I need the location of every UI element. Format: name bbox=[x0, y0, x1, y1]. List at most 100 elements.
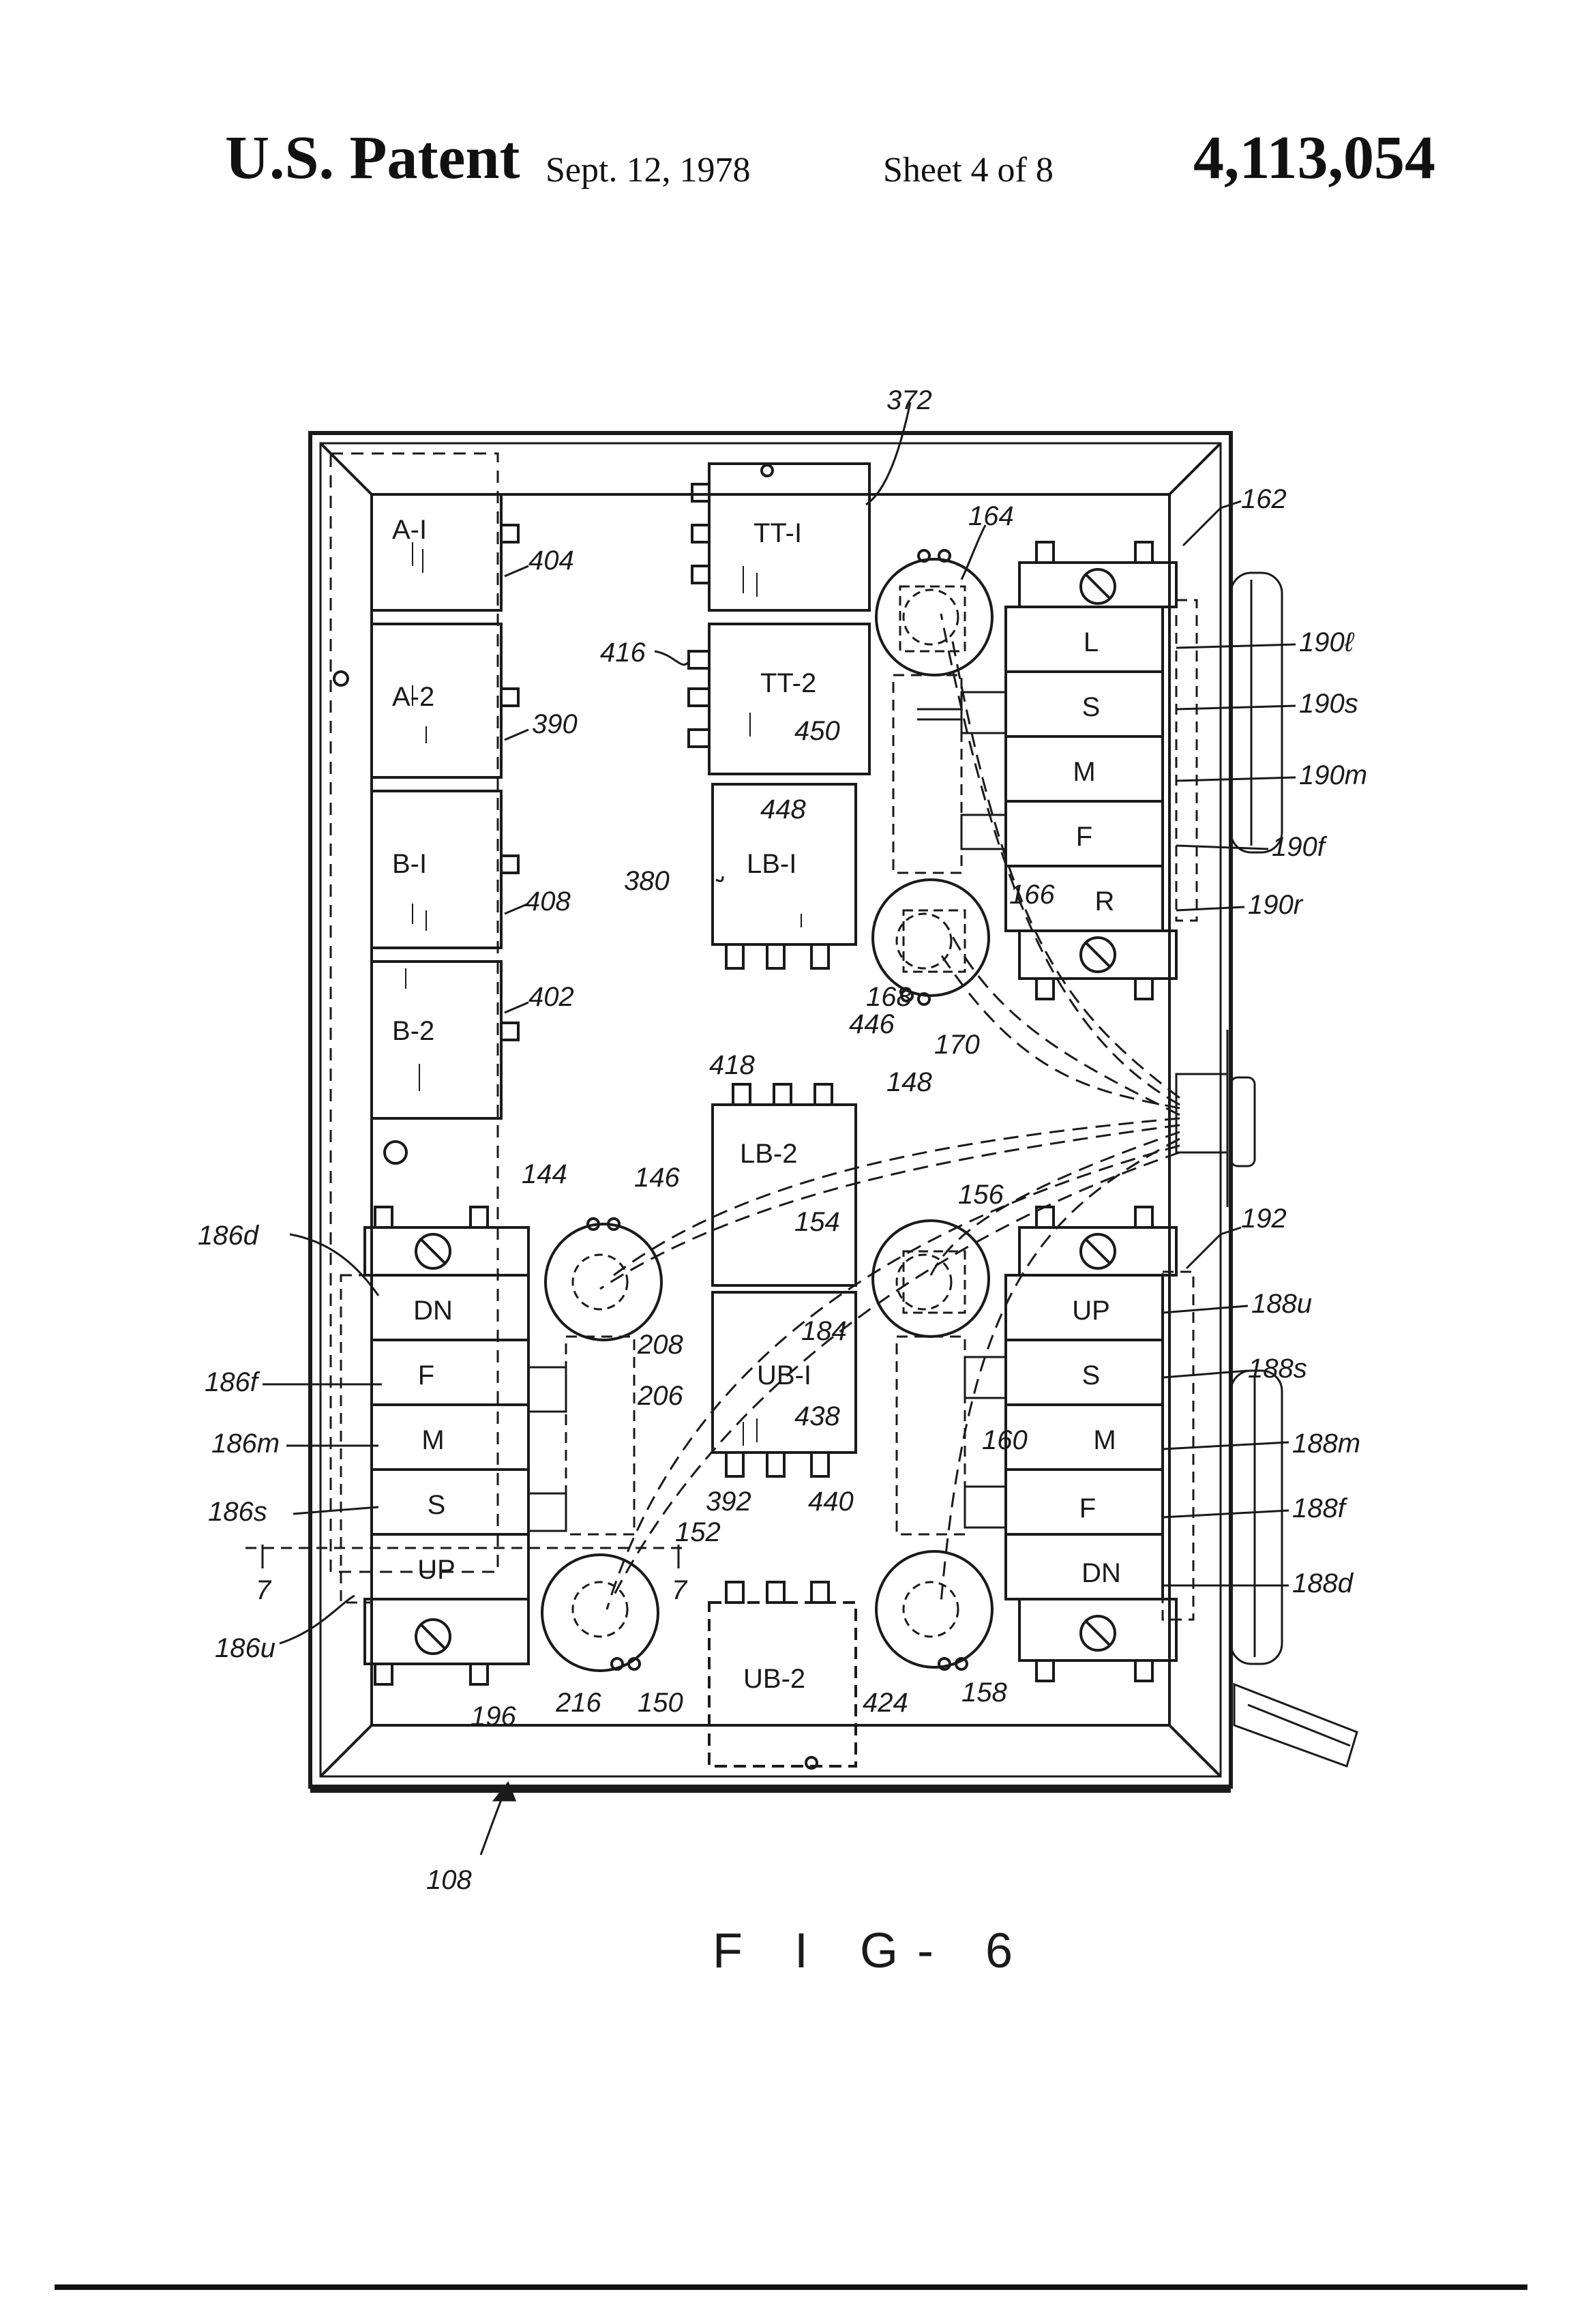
left-relay-panel bbox=[329, 452, 499, 1573]
relay-ub1 bbox=[711, 1291, 857, 1478]
relay-tt1-label: TT-I bbox=[753, 518, 802, 548]
solenoid-150 bbox=[541, 1553, 659, 1672]
ref-190s: 190s bbox=[1299, 689, 1358, 719]
relay-tt1 bbox=[691, 462, 871, 612]
ref-190f: 190f bbox=[1272, 832, 1328, 862]
solenoid-164 bbox=[875, 549, 994, 676]
valve-bank-162 bbox=[1004, 541, 1198, 1000]
ref-158: 158 bbox=[961, 1678, 1007, 1708]
relay-b2 bbox=[370, 960, 520, 1120]
solenoid-168 bbox=[871, 878, 990, 1006]
ref-418: 418 bbox=[709, 1050, 755, 1080]
relay-lb2 bbox=[711, 1083, 857, 1287]
valve-192-M: M bbox=[1093, 1425, 1116, 1455]
ref-402: 402 bbox=[528, 982, 574, 1012]
ref-188m: 188m bbox=[1292, 1429, 1360, 1459]
ref-380: 380 bbox=[624, 866, 670, 896]
actuator-link-top bbox=[892, 674, 1007, 874]
ref-160: 160 bbox=[982, 1425, 1028, 1455]
valve-144-M: M bbox=[421, 1425, 444, 1455]
ref-186s: 186s bbox=[208, 1497, 267, 1527]
ref-188u: 188u bbox=[1251, 1289, 1312, 1319]
ref-184: 184 bbox=[801, 1316, 847, 1346]
ref-190l: 190ℓ bbox=[1299, 627, 1355, 657]
valve-162-R: R bbox=[1095, 887, 1115, 917]
solenoid-158 bbox=[875, 1550, 994, 1671]
cable-conduits bbox=[1229, 571, 1358, 1768]
ref-156: 156 bbox=[958, 1180, 1004, 1210]
patent-title: U.S. Patent bbox=[225, 124, 520, 192]
relay-a1-label: A-I bbox=[392, 515, 427, 545]
bottom-rule bbox=[55, 2284, 1527, 2290]
ref-438: 438 bbox=[794, 1401, 840, 1431]
ref-186f: 186f bbox=[205, 1367, 260, 1397]
valve-192-DN: DN bbox=[1081, 1558, 1121, 1588]
hatching bbox=[405, 542, 802, 1446]
ref-186d: 186d bbox=[198, 1221, 260, 1251]
ref-392: 392 bbox=[706, 1487, 751, 1517]
relay-ub2 bbox=[708, 1581, 857, 1770]
relay-lb2-label: LB-2 bbox=[740, 1139, 798, 1169]
ref-192: 192 bbox=[1241, 1204, 1287, 1234]
ref-168: 168 bbox=[866, 982, 912, 1012]
ref-164: 164 bbox=[968, 501, 1014, 531]
relay-b1-label: B-I bbox=[392, 849, 427, 879]
ref-404: 404 bbox=[528, 546, 574, 576]
ref-148: 148 bbox=[886, 1067, 932, 1097]
solenoid-156 bbox=[871, 1219, 990, 1338]
valve-144-F: F bbox=[418, 1360, 434, 1390]
actuator-link-left bbox=[527, 1335, 636, 1536]
mount-hole bbox=[383, 1140, 408, 1165]
ref-408: 408 bbox=[525, 887, 571, 917]
relay-a2-label: A-2 bbox=[392, 682, 434, 712]
valve-144-DN: DN bbox=[413, 1296, 453, 1326]
ref-440: 440 bbox=[808, 1487, 854, 1517]
ref-188s: 188s bbox=[1248, 1354, 1307, 1384]
ref-446: 446 bbox=[849, 1009, 895, 1039]
valve-192-F: F bbox=[1079, 1493, 1096, 1523]
relay-lb1-label: LB-I bbox=[747, 849, 796, 879]
relay-a1 bbox=[370, 493, 520, 612]
ref-390: 390 bbox=[532, 709, 578, 739]
relay-b2-label: B-2 bbox=[392, 1016, 434, 1046]
valve-192-S: S bbox=[1082, 1360, 1101, 1390]
ref-146: 146 bbox=[634, 1163, 680, 1193]
valve-144-S: S bbox=[428, 1490, 446, 1520]
ref-206: 206 bbox=[637, 1381, 683, 1411]
ref-188d: 188d bbox=[1292, 1568, 1354, 1598]
patent-date: Sept. 12, 1978 bbox=[546, 151, 751, 190]
sheet-number: Sheet 4 of 8 bbox=[883, 151, 1054, 190]
ref-144: 144 bbox=[522, 1159, 567, 1189]
ref-150: 150 bbox=[638, 1688, 683, 1718]
relay-lb1 bbox=[711, 783, 857, 970]
relay-tt2-label: TT-2 bbox=[760, 668, 816, 698]
figure-label: F I G- 6 bbox=[713, 1924, 1032, 1978]
mount-hole bbox=[333, 670, 349, 687]
patent-number: 4,113,054 bbox=[1193, 124, 1436, 192]
valve-bank-144 bbox=[340, 1206, 530, 1686]
relay-ub1-label: UB-I bbox=[757, 1360, 811, 1390]
ref-416: 416 bbox=[600, 638, 646, 668]
valve-162-L: L bbox=[1084, 627, 1099, 657]
ref-170: 170 bbox=[934, 1030, 980, 1060]
ref-450: 450 bbox=[794, 716, 840, 746]
leader-lines bbox=[245, 402, 1296, 1856]
wiring-harness bbox=[599, 613, 1229, 1610]
ref-216: 216 bbox=[555, 1688, 601, 1718]
valve-labels: L S M F R DN F M S UP UP S M F DN bbox=[413, 627, 1121, 1588]
valve-144-UP: UP bbox=[417, 1555, 456, 1585]
relay-a2 bbox=[370, 623, 520, 779]
ref-152: 152 bbox=[675, 1517, 721, 1547]
relay-labels: A-I A-2 B-I B-2 TT-I TT-2 LB-I LB-2 UB-I… bbox=[392, 515, 816, 1694]
ref-424: 424 bbox=[863, 1688, 908, 1718]
ref-7b: 7 bbox=[672, 1575, 688, 1605]
ref-154: 154 bbox=[794, 1207, 840, 1237]
valve-162-M: M bbox=[1073, 757, 1095, 787]
ref-166: 166 bbox=[1009, 880, 1055, 910]
ref-108: 108 bbox=[426, 1865, 472, 1895]
ref-188f: 188f bbox=[1292, 1493, 1348, 1523]
ref-196: 196 bbox=[471, 1701, 516, 1731]
relay-tt2 bbox=[687, 623, 871, 775]
relay-ub2-label: UB-2 bbox=[743, 1664, 805, 1694]
